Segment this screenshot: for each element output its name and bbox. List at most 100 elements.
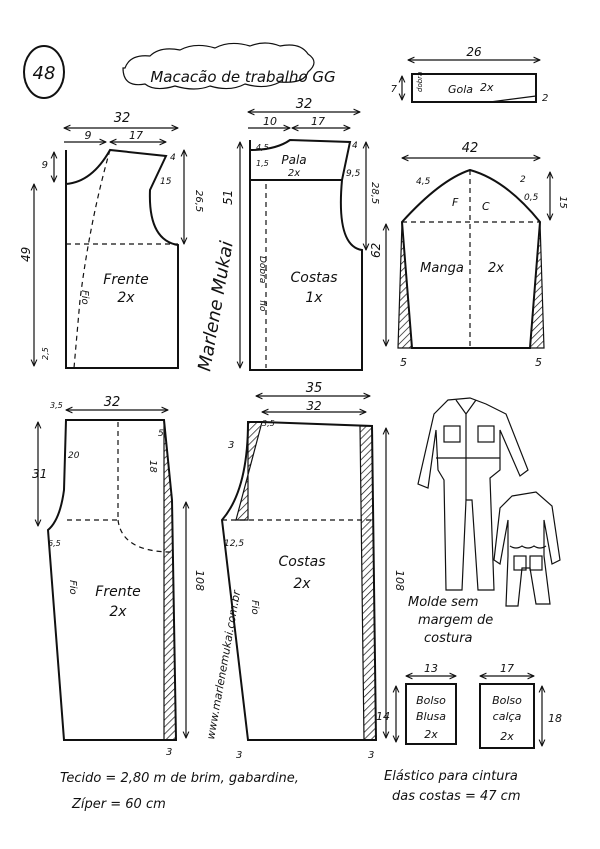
collar-width: 26 xyxy=(466,45,482,59)
back-pants-rise: 3 xyxy=(228,440,234,451)
sleeve-b: 2 xyxy=(520,175,526,185)
back-pants-crotch: 12,5 xyxy=(224,539,244,549)
front-top-neck: 9 xyxy=(85,129,92,142)
front-pants-name: Frente xyxy=(95,584,140,600)
pants-pocket-height: 18 xyxy=(548,712,562,725)
pants-pocket-line2: calça xyxy=(493,710,522,723)
collar-end: 2 xyxy=(542,93,548,104)
back-top-name: Costas xyxy=(291,270,338,286)
sleeve-hem-right: 5 xyxy=(535,356,542,369)
front-pants-top: 3,5 xyxy=(50,401,63,410)
coverall-illustration xyxy=(417,397,561,607)
back-top-drop: 4 xyxy=(352,141,358,151)
front-pants-w5: 5 xyxy=(158,429,164,439)
pants-pocket-width: 17 xyxy=(500,662,514,675)
front-pants-grain: Fio xyxy=(67,580,78,595)
back-pants-top-width: 35 xyxy=(306,381,323,396)
collar-qty: 2x xyxy=(480,81,494,94)
elastic-note-2: das costas = 47 cm xyxy=(392,789,520,804)
back-pants-qty: 2x xyxy=(293,576,311,592)
title-cloud: Macacão de trabalho GG xyxy=(122,42,336,90)
front-pants-qty: 2x xyxy=(109,604,127,620)
back-top-neck: 10 xyxy=(263,115,277,128)
front-top-armhole-depth: 26,5 xyxy=(193,190,204,212)
back-top-width: 32 xyxy=(296,97,313,112)
sleeve-a: 4,5 xyxy=(416,177,431,187)
page-number: 48 xyxy=(33,63,56,84)
collar-fold: dobra xyxy=(416,72,424,92)
front-pants-piece: 3,5 32 31 20 5 18 6,5 108 3 Fio Frente 2… xyxy=(32,395,206,758)
back-top-armhole: 9,5 xyxy=(346,169,361,179)
front-top-piece: 32 9 17 9 49 26,5 4 15 2,5 Fio Frente 2x xyxy=(19,111,204,369)
front-top-shoulder: 17 xyxy=(129,129,143,142)
sleeve-c: 0,5 xyxy=(524,193,539,203)
zipper-note: Zíper = 60 cm xyxy=(71,797,166,812)
sleeve-name: Manga xyxy=(420,261,464,276)
front-pants-rise: 31 xyxy=(32,467,47,481)
sleeve-back-label: C xyxy=(482,200,490,213)
designer-signature: Marlene Mukai xyxy=(194,240,238,373)
back-pants-grain: Fio xyxy=(249,600,260,615)
collar-piece: 26 7 dobra Gola 2x 2 xyxy=(391,45,549,104)
shirt-pocket-line2: Blusa xyxy=(416,710,446,723)
back-top-shoulder: 17 xyxy=(311,115,325,128)
pants-pocket-piece: 17 18 Bolso calça 2x xyxy=(479,662,562,749)
front-pants-crotch: 6,5 xyxy=(48,539,61,548)
fabric-note: Tecido = 2,80 m de brim, gabardine, xyxy=(60,771,299,786)
collar-height: 7 xyxy=(391,84,398,95)
back-top-yoke-qty: 2x xyxy=(288,168,300,179)
front-pants-side: 18 xyxy=(147,460,158,473)
front-pants-length: 108 xyxy=(193,570,206,591)
note-line-2: margem de xyxy=(418,613,493,628)
sleeve-cap: 15 xyxy=(557,196,568,209)
pattern-note: Molde sem margem de costura xyxy=(408,595,493,646)
website-url: www.marlenemukai.com.br xyxy=(204,588,243,741)
back-pants-piece: 35 32 3,5 3 12,5 108 3 3 Fio Costas 2x xyxy=(220,381,406,761)
collar-name: Gola xyxy=(448,83,473,96)
back-top-qty: 1x xyxy=(305,290,323,306)
back-top-d2: 1,5 xyxy=(256,159,269,168)
shirt-pocket-qty: 2x xyxy=(424,728,438,741)
front-top-qty: 2x xyxy=(117,290,135,306)
front-top-armhole: 15 xyxy=(160,177,172,187)
shirt-pocket-height: 14 xyxy=(376,710,390,723)
front-pants-pocket: 20 xyxy=(68,451,80,461)
page-number-badge: 48 xyxy=(23,45,65,99)
front-top-top: 9 xyxy=(42,160,48,171)
back-top-length: 51 xyxy=(221,190,235,205)
back-pants-name: Costas xyxy=(279,554,326,570)
elastic-note-1: Elástico para cintura xyxy=(384,769,518,784)
back-top-piece: 32 10 17 51 28,5 4,5 1,5 4 9,5 Pala 2x D… xyxy=(221,97,380,371)
shirt-pocket-line1: Bolso xyxy=(416,694,446,707)
pants-pocket-qty: 2x xyxy=(500,730,514,743)
sleeve-hem-left: 5 xyxy=(400,356,407,369)
back-top-armhole-depth: 28,5 xyxy=(369,182,380,204)
back-top-grain: fio xyxy=(257,300,267,312)
note-line-1: Molde sem xyxy=(408,595,479,610)
front-top-width: 32 xyxy=(114,111,131,126)
sleeve-piece: 42 62 15 4,5 2 0,5 F C Manga 2x 5 5 xyxy=(369,141,568,369)
front-top-length: 49 xyxy=(19,247,33,262)
front-top-grain: Fio xyxy=(79,290,90,305)
sleeve-length: 62 xyxy=(369,243,383,258)
back-top-d1: 4,5 xyxy=(256,143,269,152)
front-pants-hem: 3 xyxy=(166,747,172,758)
back-pants-d: 3,5 xyxy=(262,419,275,428)
back-top-fold: Dobra xyxy=(257,256,267,283)
front-top-hem: 2,5 xyxy=(41,347,50,360)
front-pants-width: 32 xyxy=(104,395,121,410)
front-top-name: Frente xyxy=(103,272,148,288)
sleeve-qty: 2x xyxy=(488,261,504,276)
back-pants-hem-right: 3 xyxy=(368,750,374,761)
page-title: Macacão de trabalho GG xyxy=(150,68,335,86)
sleeve-front-label: F xyxy=(452,196,459,209)
note-line-3: costura xyxy=(424,631,473,646)
back-top-yoke-name: Pala xyxy=(281,153,306,167)
sleeve-width: 42 xyxy=(462,141,479,156)
shirt-pocket-width: 13 xyxy=(424,662,438,675)
back-pants-length: 108 xyxy=(393,570,406,591)
shirt-pocket-piece: 13 14 Bolso Blusa 2x xyxy=(376,662,457,745)
front-top-drop: 4 xyxy=(170,153,176,163)
back-pants-width: 32 xyxy=(306,399,321,413)
